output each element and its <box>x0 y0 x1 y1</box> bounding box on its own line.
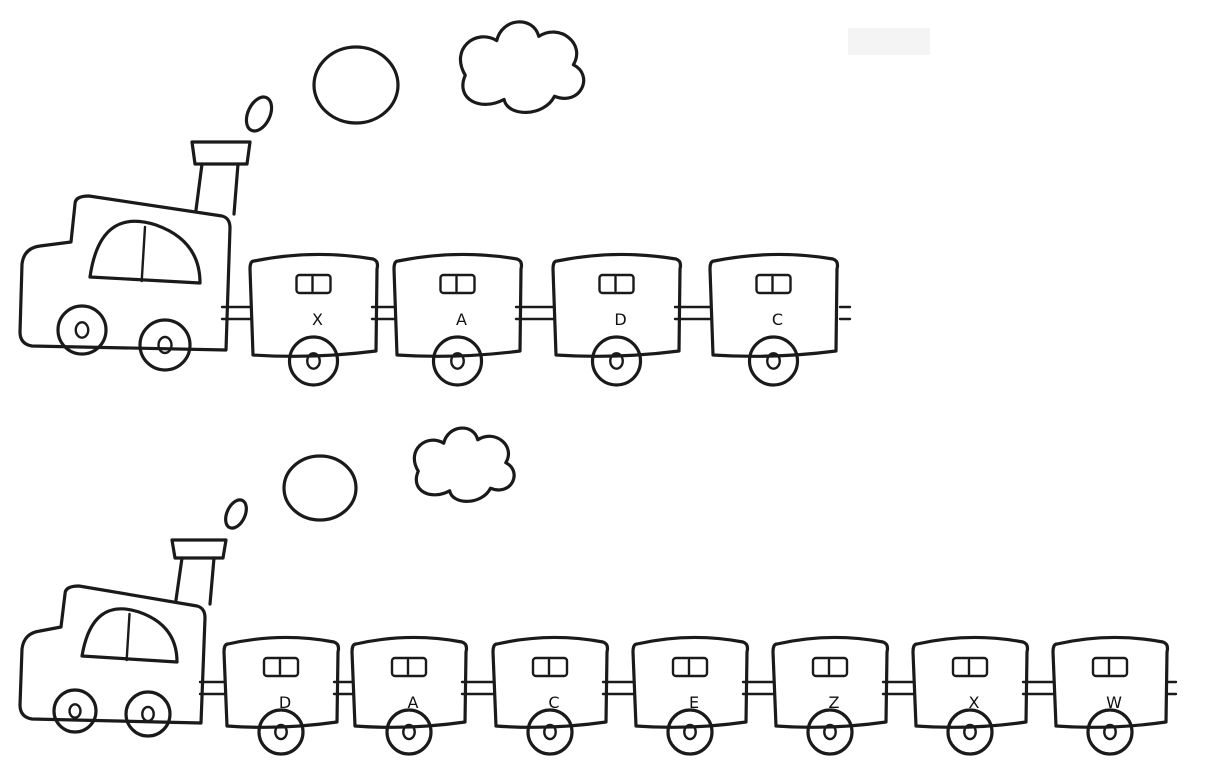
train-car: D <box>551 252 683 387</box>
chimney-cap <box>170 538 228 560</box>
car-body <box>491 635 610 729</box>
car-body <box>771 635 890 729</box>
car-body <box>222 635 341 729</box>
wheel <box>747 335 800 387</box>
car-window <box>811 656 849 678</box>
car-body <box>350 635 469 729</box>
wheel <box>56 304 108 356</box>
car-body <box>708 252 840 358</box>
car-body <box>551 252 683 358</box>
car-body <box>1051 635 1170 729</box>
car-body <box>911 635 1030 729</box>
car-label: Z <box>829 693 840 712</box>
train-car: C <box>491 635 610 756</box>
car-window <box>598 273 635 295</box>
train-car: X <box>248 252 380 387</box>
coupler <box>838 305 852 321</box>
coupler <box>332 680 354 696</box>
wheel <box>1086 708 1134 756</box>
wheel <box>590 335 643 387</box>
wheel <box>946 708 994 756</box>
coupler <box>741 680 775 696</box>
chimney-cap <box>190 140 252 166</box>
wheel <box>257 708 305 756</box>
blank-patch <box>848 28 930 55</box>
car-label: E <box>689 693 699 712</box>
coupler <box>198 680 226 696</box>
locomotive-body <box>18 584 207 725</box>
coupler <box>514 305 555 321</box>
car-window <box>1091 656 1129 678</box>
coupler <box>220 305 252 321</box>
coupler <box>881 680 915 696</box>
car-window <box>390 656 428 678</box>
car-window <box>755 273 792 295</box>
car-label: A <box>408 693 419 712</box>
car-label: C <box>548 693 559 712</box>
train-car: X <box>911 635 1030 756</box>
car-label: D <box>279 693 291 712</box>
car-label: X <box>969 693 980 712</box>
car-label: X <box>312 310 323 329</box>
car-label: C <box>772 310 783 329</box>
train-car: E <box>631 635 750 756</box>
car-window <box>671 656 709 678</box>
wheel <box>287 335 340 387</box>
coupler <box>601 680 635 696</box>
coupler <box>460 680 495 696</box>
locomotive-window <box>88 219 202 285</box>
smoke-puff-small <box>244 95 274 133</box>
smoke-puff-small <box>224 498 248 530</box>
window-divider <box>140 225 147 283</box>
wheel <box>526 708 574 756</box>
smoke-puff-medium <box>282 454 358 522</box>
car-label: A <box>456 310 467 329</box>
wheel <box>666 708 714 756</box>
wheel <box>124 690 172 738</box>
car-window <box>439 273 476 295</box>
wheel <box>385 708 433 756</box>
locomotive <box>18 538 228 738</box>
car-window <box>262 656 300 678</box>
wheel <box>431 335 484 387</box>
locomotive <box>18 140 252 372</box>
locomotive-body <box>18 194 232 352</box>
coupler <box>1165 680 1178 696</box>
train-car: A <box>350 635 469 756</box>
train-car: A <box>392 252 524 387</box>
car-window <box>531 656 569 678</box>
coupler <box>1021 680 1055 696</box>
wheel <box>806 708 854 756</box>
car-label: W <box>1106 693 1122 712</box>
train-car: Z <box>771 635 890 756</box>
wheel <box>52 688 98 734</box>
coupler <box>673 305 712 321</box>
car-body <box>248 252 380 358</box>
train-car: W <box>1051 635 1170 756</box>
train-car: D <box>222 635 341 756</box>
coupler <box>370 305 396 321</box>
cloud <box>458 20 586 114</box>
wheel <box>138 318 192 372</box>
chimney-stack <box>174 556 216 606</box>
car-label: D <box>614 310 626 329</box>
smoke-puff-medium <box>312 45 400 125</box>
car-window <box>295 273 332 295</box>
locomotive-window <box>80 607 179 664</box>
chimney-stack <box>194 162 240 216</box>
train-car: C <box>708 252 840 387</box>
car-window <box>951 656 989 678</box>
car-body <box>392 252 524 358</box>
car-body <box>631 635 750 729</box>
cloud <box>412 426 516 503</box>
window-divider <box>125 612 131 662</box>
